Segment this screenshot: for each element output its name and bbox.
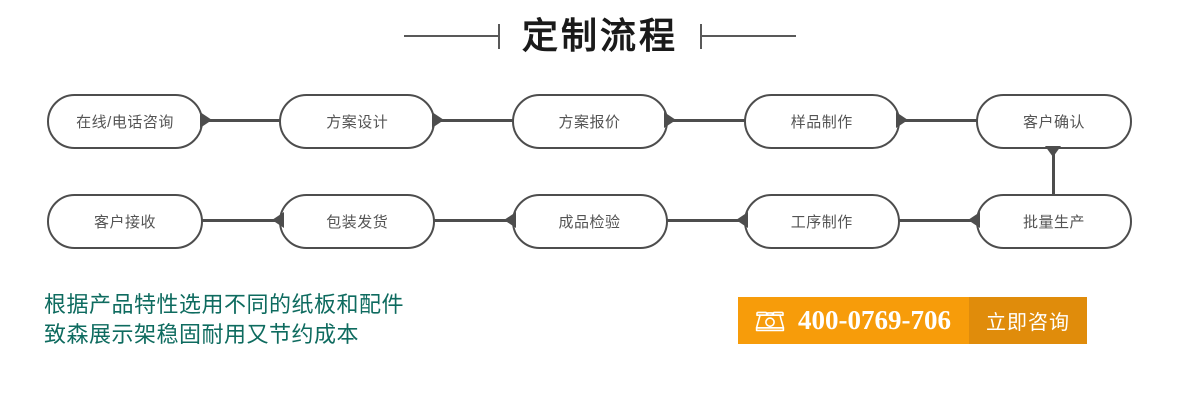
flow-arrow-r2-1-icon: [272, 212, 284, 228]
flow-node-label: 客户接收: [93, 213, 156, 231]
flow-node-label: 包装发货: [326, 213, 389, 231]
flow-connector-r2-4: [896, 219, 980, 222]
flow-node-label: 客户确认: [1022, 113, 1085, 131]
flow-connector-r2-2: [432, 219, 516, 222]
flow-connector-r1-1: [200, 119, 284, 122]
flow-arrow-r2-4-icon: [968, 212, 980, 228]
title-rule-right-bar: [702, 35, 796, 37]
flow-node-label: 在线/电话咨询: [76, 113, 174, 131]
flow-node-customer-confirm[interactable]: 客户确认: [976, 93, 1132, 149]
flow-connector-r2-1: [200, 219, 284, 222]
flow-node-customer-receive[interactable]: 客户接收: [47, 193, 203, 249]
contact-cta[interactable]: 400-0769-706 立即咨询: [738, 297, 1087, 344]
flow-connector-r2-3: [664, 219, 748, 222]
title-rule-right: [700, 23, 796, 49]
telephone-icon: [754, 308, 786, 333]
flow-connector-r1-4: [896, 119, 980, 122]
flow-node-label: 方案报价: [558, 113, 621, 131]
flow-node-mass-production[interactable]: 批量生产: [976, 193, 1132, 249]
flow-node-label: 批量生产: [1022, 213, 1085, 231]
consult-now-button[interactable]: 立即咨询: [968, 297, 1087, 344]
flow-node-scheme-quote[interactable]: 方案报价: [511, 93, 668, 149]
phone-number: 400-0769-706: [798, 305, 951, 335]
flow-connector-r1-3: [664, 119, 748, 122]
flow-arrow-r1-1-icon: [200, 112, 212, 128]
tagline-line-2: 致森展示架稳固耐用又节约成本: [44, 322, 360, 347]
title-rule-left: [403, 23, 500, 49]
flow-arrow-r2-3-icon: [736, 212, 748, 228]
flow-node-label: 工序制作: [790, 213, 853, 231]
flow-connector-r1-2: [432, 119, 516, 122]
process-flow-diagram: 在线/电话咨询 方案设计 方案报价 样品制作 客户确认 客户接收 包装发货 成品…: [0, 78, 1200, 268]
flow-node-process-production[interactable]: 工序制作: [743, 193, 900, 249]
title-rule-left-bar: [403, 35, 498, 37]
flow-arrow-r1-3-icon: [664, 112, 676, 128]
flow-row-top: 在线/电话咨询 方案设计 方案报价 样品制作 客户确认: [47, 93, 1132, 149]
title-rule-right-tick: [700, 23, 702, 49]
title-rule-left-tick: [497, 23, 500, 49]
flow-node-online-phone-consult[interactable]: 在线/电话咨询: [47, 93, 203, 149]
flow-arrow-down-icon: [1045, 146, 1061, 157]
page-title: 定制流程: [521, 16, 678, 56]
flow-node-sample-making[interactable]: 样品制作: [743, 93, 900, 149]
flow-node-label: 方案设计: [326, 113, 389, 131]
phone-number-block: 400-0769-706: [738, 297, 969, 344]
flow-arrow-r2-2-icon: [504, 212, 516, 228]
flow-connector-vertical: [1052, 146, 1055, 195]
section-header: 定制流程: [0, 8, 1200, 64]
tagline-line-1: 根据产品特性选用不同的纸板和配件: [44, 292, 405, 317]
flow-arrow-r1-2-icon: [432, 112, 444, 128]
flow-node-label: 样品制作: [790, 113, 853, 131]
flow-node-label: 成品检验: [558, 213, 621, 231]
flow-arrow-r1-4-icon: [896, 112, 908, 128]
flow-node-packing-shipping[interactable]: 包装发货: [279, 193, 436, 249]
flow-node-scheme-design[interactable]: 方案设计: [279, 93, 436, 149]
tagline: 根据产品特性选用不同的纸板和配件 致森展示架稳固耐用又节约成本: [44, 290, 404, 350]
flow-row-bottom: 客户接收 包装发货 成品检验 工序制作 批量生产: [47, 193, 1132, 249]
flow-node-finished-inspection[interactable]: 成品检验: [511, 193, 668, 249]
